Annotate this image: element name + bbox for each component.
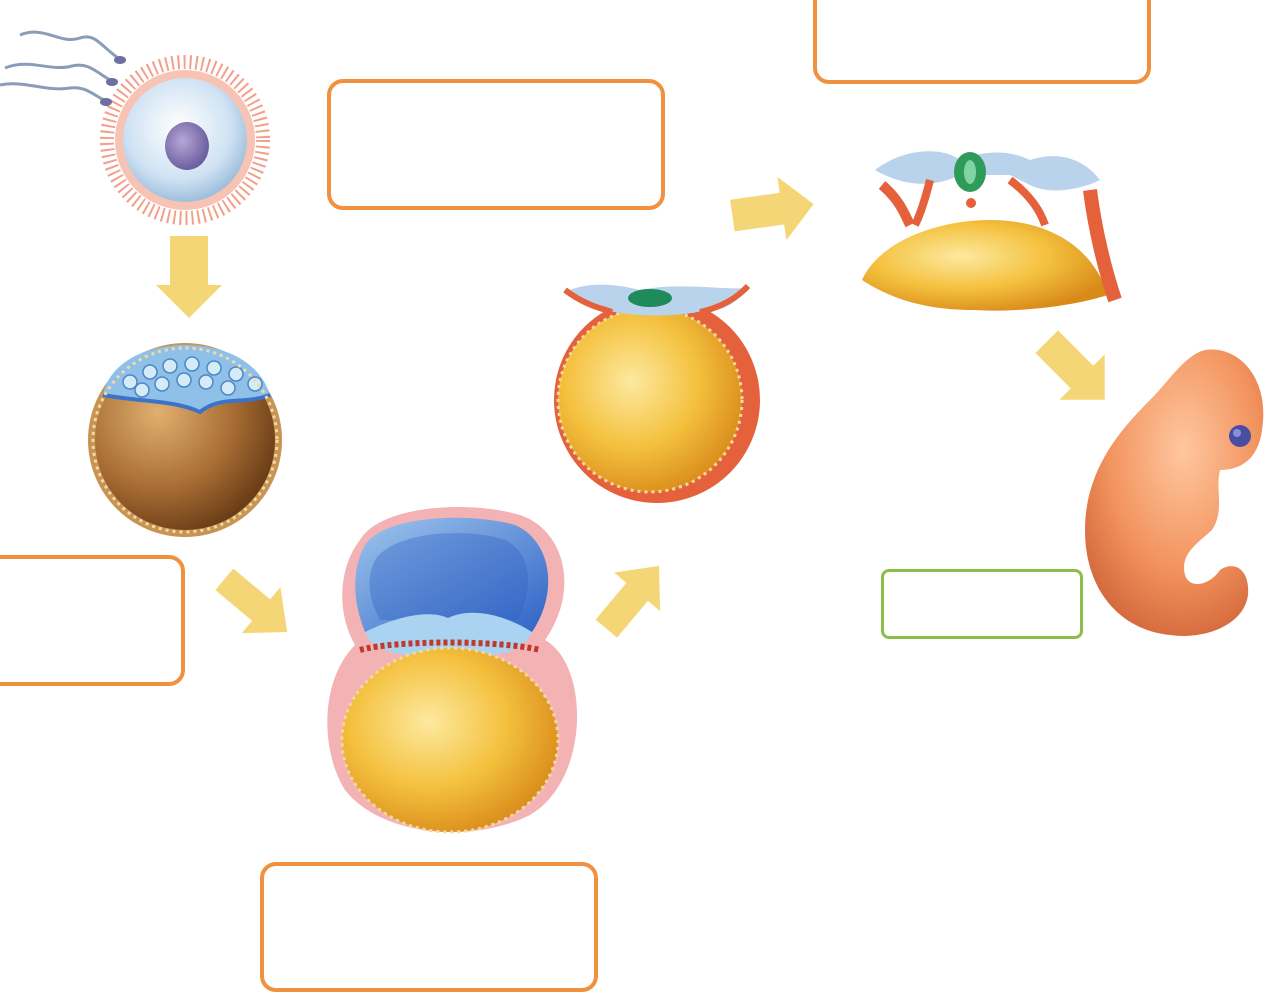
bilaminar-disc-illustration [327, 507, 577, 832]
label-box-top-middle[interactable] [327, 79, 665, 210]
blastula-illustration [88, 343, 282, 537]
neural-tube-illustration [862, 151, 1115, 310]
embryo-illustration [1085, 350, 1263, 636]
label-box-embryo[interactable] [881, 569, 1083, 639]
arrow-down-right-icon [1024, 319, 1127, 422]
label-box-left[interactable] [0, 555, 185, 686]
arrow-right-icon [728, 172, 818, 247]
label-box-top-right[interactable] [813, 0, 1151, 84]
arrow-diagonal-icon [205, 556, 306, 655]
trilaminar-disc-illustration [554, 285, 760, 503]
arrow-up-right-icon [583, 547, 682, 648]
arrow-down-icon [156, 236, 222, 318]
label-box-bottom[interactable] [260, 862, 598, 992]
egg-with-sperm-illustration [0, 32, 263, 218]
